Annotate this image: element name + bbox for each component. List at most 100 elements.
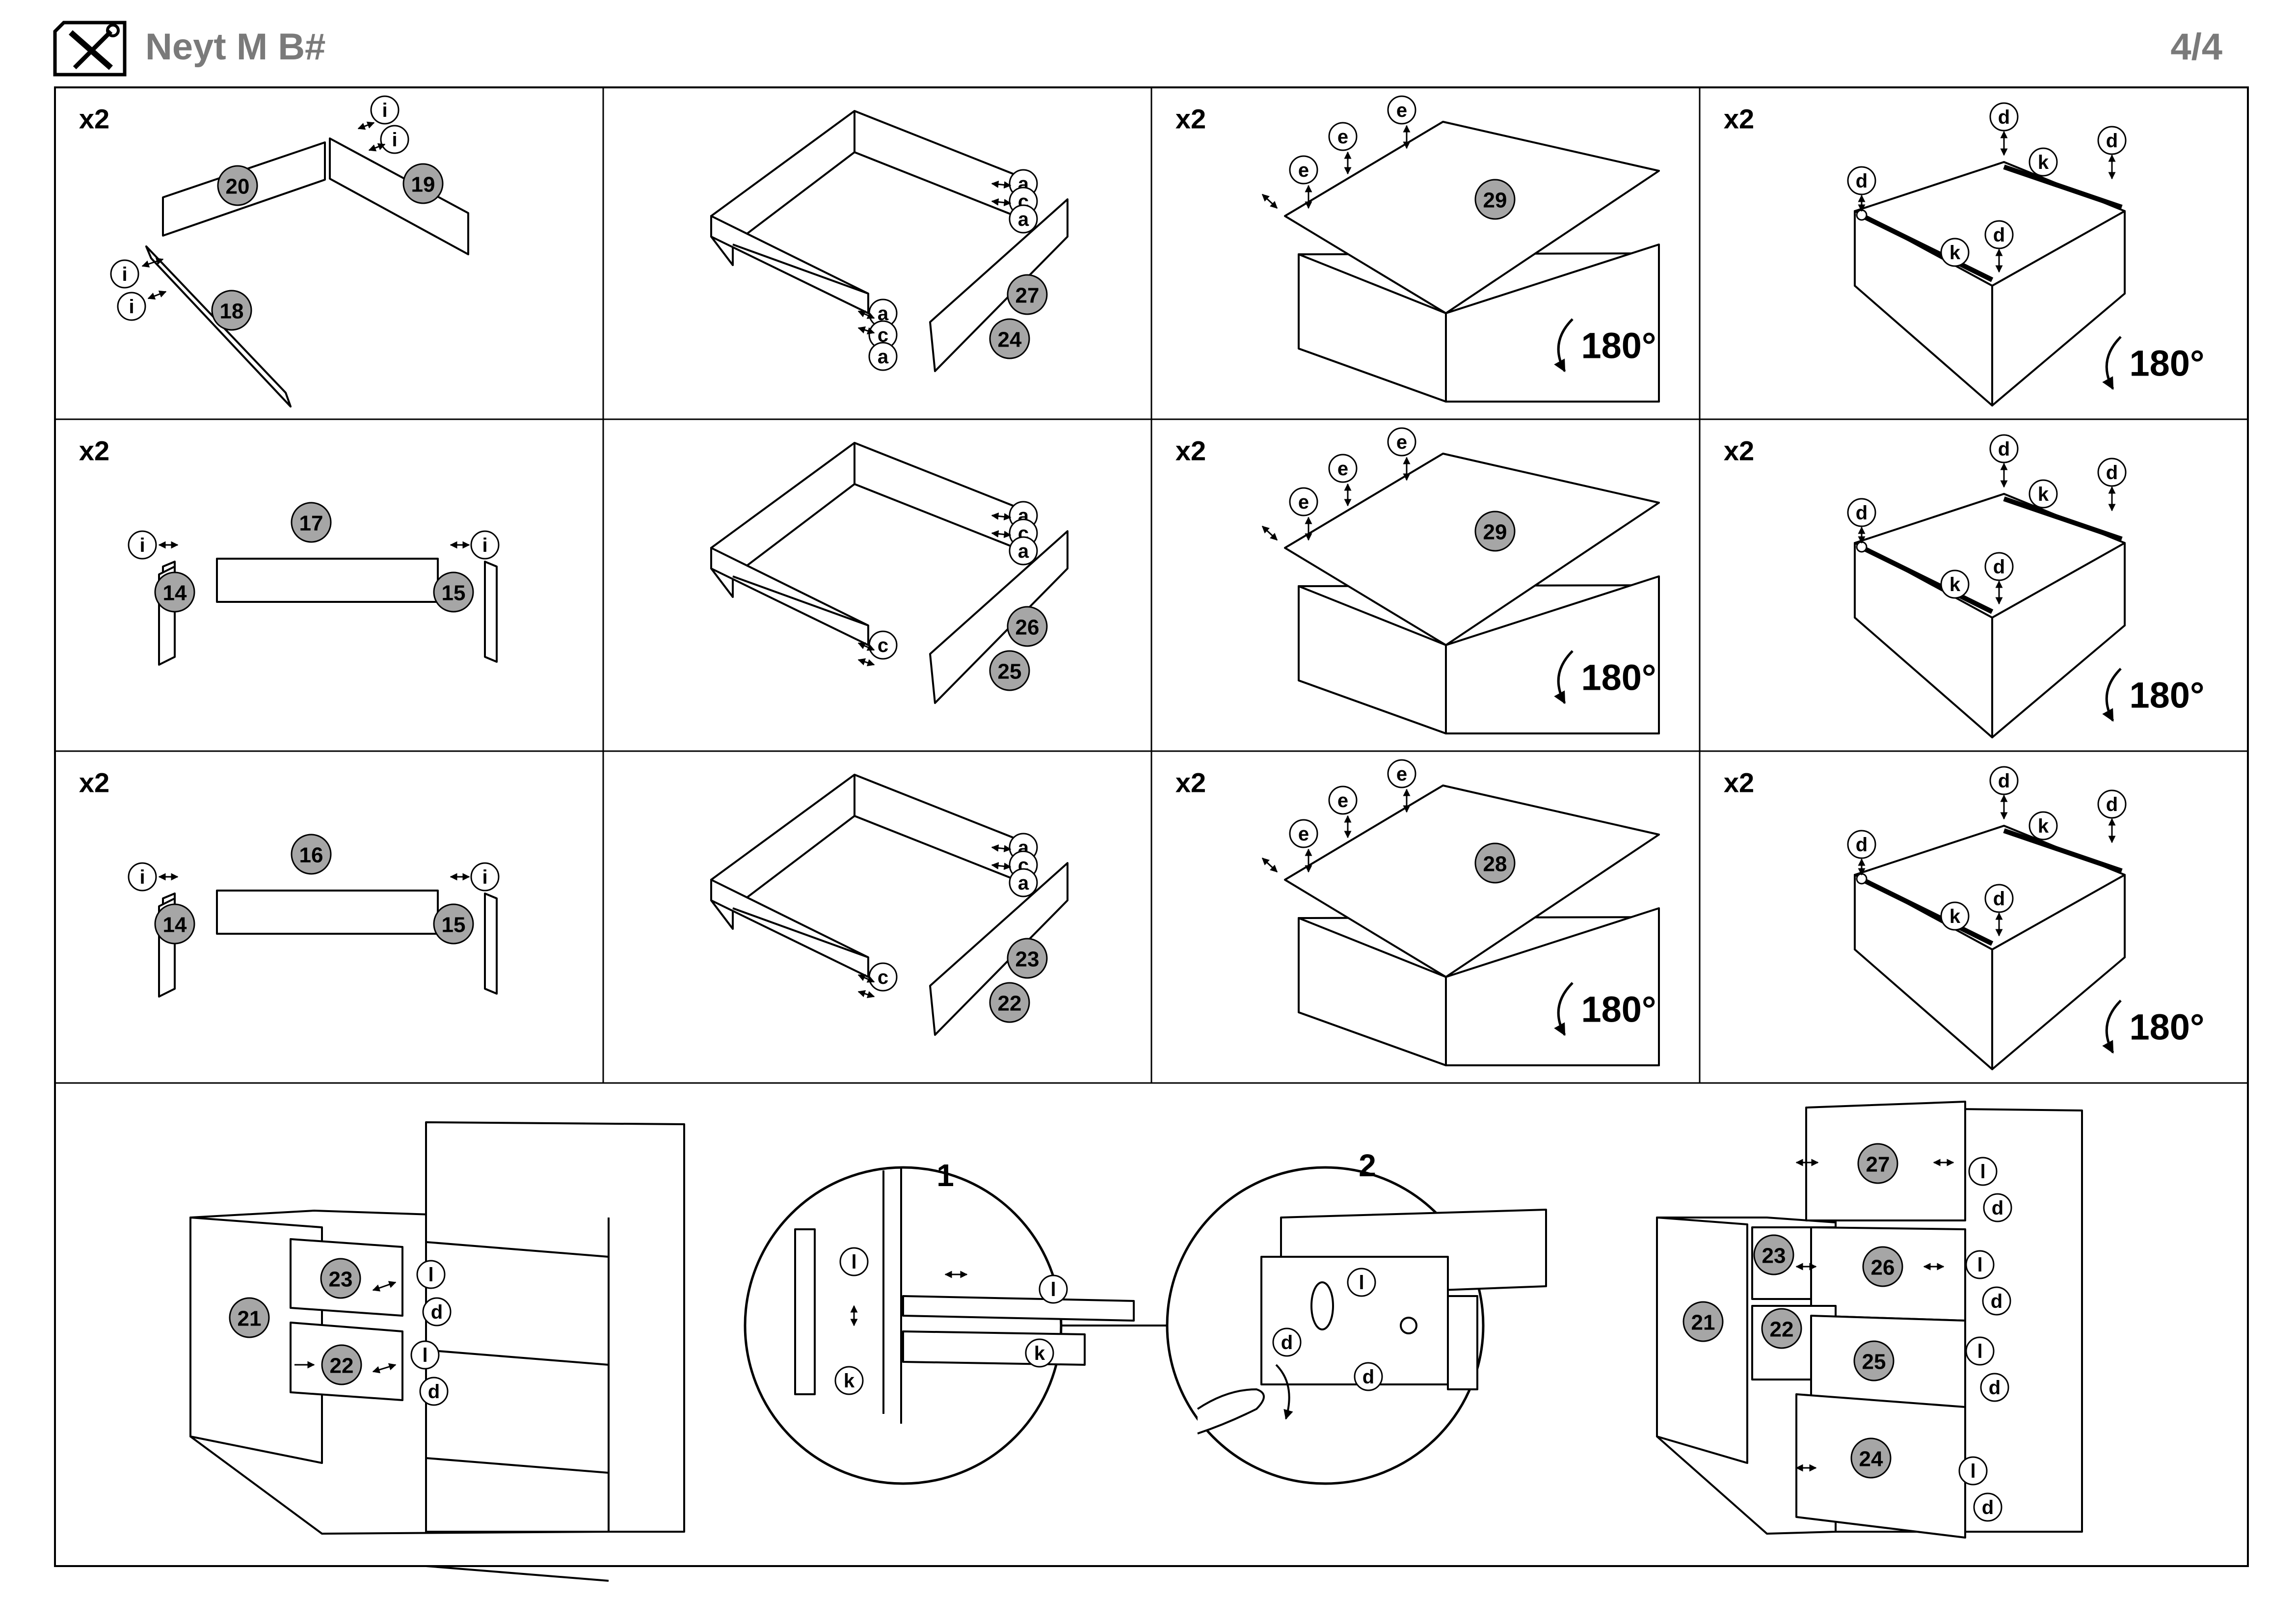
rotate-arrow-icon bbox=[2102, 668, 2122, 722]
hardware-badge bbox=[1009, 868, 1038, 897]
hardware-label: d bbox=[1856, 170, 1868, 192]
hardware-label: l bbox=[1359, 1272, 1364, 1294]
hardware-label: d bbox=[1992, 1197, 2003, 1219]
part-number-badge bbox=[291, 502, 332, 543]
part-number-label: 25 bbox=[998, 660, 1022, 684]
hardware-badge bbox=[2029, 479, 2058, 509]
drawer-back bbox=[710, 110, 1016, 245]
rotation-label: 180° bbox=[2129, 343, 2204, 384]
part-number-badge bbox=[989, 982, 1030, 1023]
hardware-badge bbox=[1025, 1338, 1054, 1368]
hardware-badge bbox=[470, 530, 500, 560]
hardware-label: d bbox=[431, 1301, 443, 1323]
hardware-label: i bbox=[382, 100, 387, 121]
hardware-badge bbox=[839, 1247, 869, 1276]
direction-arrow bbox=[857, 658, 875, 667]
drawer-slide-rail bbox=[2003, 828, 2123, 873]
hardware-badge bbox=[380, 125, 409, 154]
slide-roller bbox=[1856, 541, 1868, 553]
direction-arrow bbox=[991, 844, 1012, 853]
hardware-label: l bbox=[1980, 1161, 1985, 1183]
hardware-badge bbox=[834, 1366, 864, 1395]
direction-arrow bbox=[857, 310, 875, 319]
hardware-label: i bbox=[122, 264, 127, 285]
hardware-label: k bbox=[1949, 574, 1961, 595]
part-number-badge bbox=[154, 571, 195, 613]
part-number-label: 19 bbox=[411, 173, 435, 197]
direction-arrow bbox=[372, 1363, 397, 1374]
hardware-badge bbox=[2097, 458, 2127, 487]
hardware-label: d bbox=[1991, 1291, 2002, 1312]
part-number-label: 24 bbox=[1859, 1447, 1883, 1471]
quantity-label: x2 bbox=[1724, 767, 1754, 798]
part-number-badge bbox=[989, 650, 1030, 691]
quantity-label: x2 bbox=[79, 435, 109, 466]
instruction-grid bbox=[54, 86, 2249, 1567]
hardware-label: e bbox=[1298, 823, 1309, 845]
hardware-badge bbox=[1272, 1327, 1302, 1357]
part-number-label: 22 bbox=[1770, 1318, 1794, 1342]
hardware-badge bbox=[1289, 155, 1318, 185]
hardware-label: d bbox=[2106, 794, 2118, 815]
hardware-badge bbox=[1847, 498, 1876, 527]
hardware-label: e bbox=[1337, 790, 1348, 812]
slide-roller bbox=[1856, 873, 1868, 885]
part-number-label: 23 bbox=[1015, 947, 1040, 972]
hardware-badge bbox=[1009, 204, 1038, 234]
carcass-body bbox=[1445, 575, 1660, 734]
hardware-badge bbox=[1983, 1193, 2012, 1222]
part-number-badge bbox=[1753, 1234, 1794, 1275]
part-number-badge bbox=[1862, 1246, 1903, 1287]
detail-step-number: 2 bbox=[1359, 1148, 1376, 1183]
hardware-label: k bbox=[1034, 1343, 1045, 1364]
drawer-back bbox=[710, 774, 1016, 909]
hardware-label: i bbox=[482, 866, 487, 888]
hardware-badge bbox=[422, 1297, 452, 1326]
hardware-badge bbox=[1289, 487, 1318, 516]
slide-rail-lower bbox=[902, 1330, 1086, 1366]
part-number-label: 22 bbox=[330, 1354, 354, 1378]
part-number-label: 22 bbox=[998, 992, 1022, 1016]
part-number-label: 16 bbox=[299, 843, 323, 867]
detail-step-number: 1 bbox=[936, 1158, 954, 1193]
hardware-badge bbox=[1328, 122, 1358, 151]
side-rail-right bbox=[484, 893, 498, 995]
document-title: Neyt M B# bbox=[145, 26, 326, 68]
hardware-badge bbox=[128, 862, 157, 892]
part-number-badge bbox=[211, 290, 252, 331]
part-number-label: 20 bbox=[226, 175, 250, 199]
rotate-arrow-icon bbox=[2102, 336, 2122, 390]
quantity-label: x2 bbox=[79, 104, 109, 135]
part-number-label: 27 bbox=[1015, 284, 1040, 308]
hardware-label: d bbox=[1998, 107, 2010, 128]
part-number-badge bbox=[1474, 511, 1516, 552]
drawer-slide-rail bbox=[2003, 164, 2123, 210]
rotation-label: 180° bbox=[1581, 657, 1656, 698]
hardware-label: i bbox=[139, 535, 145, 556]
drawer-front bbox=[929, 198, 1068, 372]
part-number-label: 28 bbox=[1483, 852, 1507, 876]
part-number-badge bbox=[1850, 1437, 1892, 1479]
mounting-slot bbox=[1310, 1281, 1334, 1330]
hardware-label: c bbox=[878, 325, 888, 346]
rotate-arrow-icon bbox=[1554, 982, 1574, 1036]
part-number-label: 18 bbox=[220, 299, 244, 324]
hardware-label: k bbox=[1949, 242, 1961, 264]
hardware-badge bbox=[1289, 819, 1318, 848]
hardware-label: d bbox=[1362, 1366, 1374, 1388]
hardware-label: d bbox=[1993, 556, 2005, 578]
drawer-floor bbox=[732, 575, 869, 626]
carcass-right-face bbox=[1991, 542, 2126, 738]
hardware-label: d bbox=[1993, 888, 2005, 910]
hardware-badge bbox=[1989, 766, 2019, 795]
part-number-label: 14 bbox=[163, 913, 187, 937]
direction-arrow bbox=[372, 1281, 397, 1292]
top-panel bbox=[1284, 785, 1660, 978]
direction-arrow bbox=[141, 258, 164, 268]
part-number-label: 23 bbox=[329, 1268, 353, 1292]
hardware-label: a bbox=[878, 346, 889, 368]
hardware-badge bbox=[470, 862, 500, 892]
